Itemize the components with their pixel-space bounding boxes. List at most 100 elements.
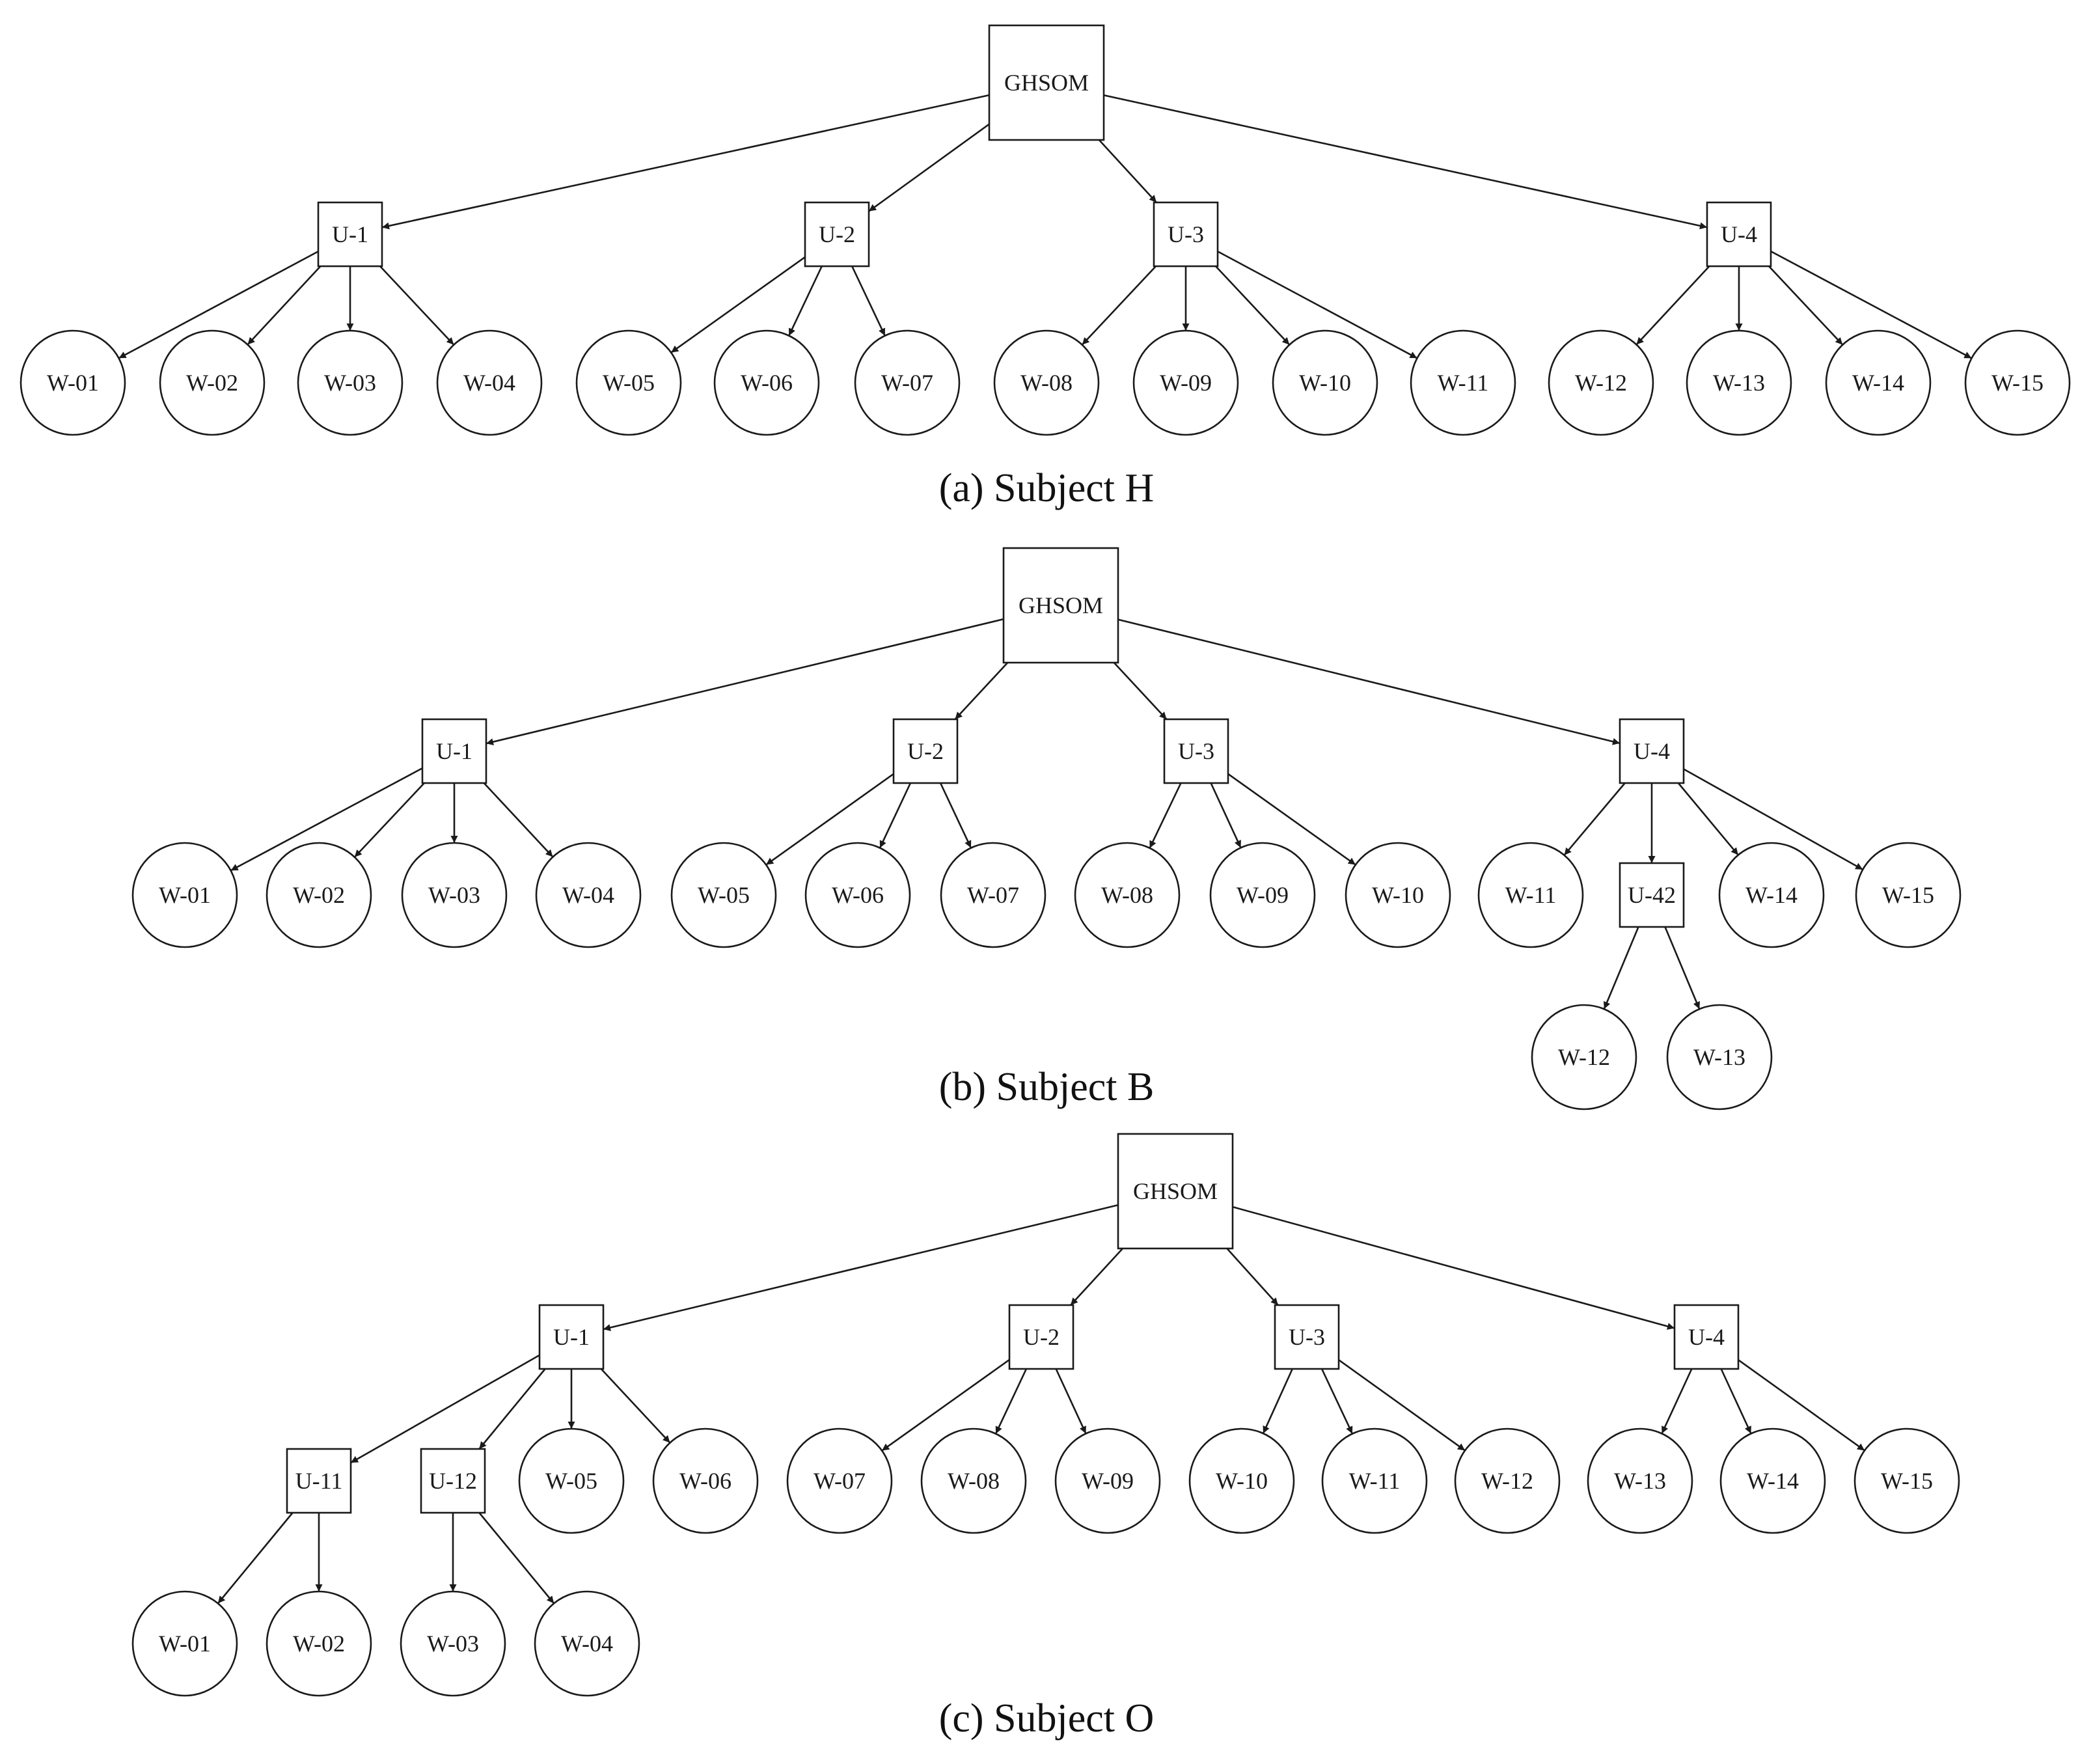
node-label: W-03 <box>428 882 480 908</box>
node-circle <box>1825 329 1932 436</box>
node-w-13: W-13 <box>1666 1004 1773 1110</box>
node-u-12: U-12 <box>420 1448 486 1514</box>
edge-u4-to-w14 <box>1677 782 1739 856</box>
node-circle <box>670 842 777 948</box>
node-w-10: W-10 <box>1345 842 1451 948</box>
node-w-15: W-15 <box>1854 1427 1960 1534</box>
edge-u3-to-w11 <box>1217 251 1418 359</box>
node-circle <box>993 329 1100 436</box>
node-u-3: U-3 <box>1153 201 1219 268</box>
node-u-1: U-1 <box>317 201 383 268</box>
node-circle <box>1209 842 1316 948</box>
node-box <box>1673 1304 1740 1370</box>
node-w-04: W-04 <box>436 329 543 436</box>
node-w-02: W-02 <box>266 842 372 948</box>
node-u-11: U-11 <box>286 1448 352 1514</box>
node-w-08: W-08 <box>1074 842 1181 948</box>
edge-g-to-u2 <box>1070 1248 1124 1306</box>
node-circle <box>940 842 1046 948</box>
node-circle <box>1410 329 1516 436</box>
node-label: U-2 <box>1023 1324 1060 1350</box>
edge-u3-to-w09 <box>1210 782 1242 848</box>
node-circle <box>436 329 543 436</box>
node-circle <box>20 329 126 436</box>
edge-g-to-u4 <box>1103 94 1708 230</box>
edge-u12-to-w04 <box>478 1512 555 1605</box>
node-w-12: W-12 <box>1548 329 1654 436</box>
node-label: W-07 <box>881 370 933 396</box>
node-label: W-09 <box>1082 1468 1134 1494</box>
node-w-07: W-07 <box>786 1427 893 1534</box>
node-box <box>804 201 870 268</box>
node-box <box>421 718 487 784</box>
node-w-02: W-02 <box>159 329 266 436</box>
edge-u3-to-w11 <box>1320 1368 1354 1435</box>
edge-u2-to-w08 <box>994 1368 1028 1435</box>
edge-u1-to-u12 <box>478 1368 546 1450</box>
node-label: W-11 <box>1349 1468 1401 1494</box>
node-label: U-42 <box>1628 882 1676 908</box>
tree-edges <box>230 618 1863 1010</box>
node-label: W-04 <box>561 1631 613 1657</box>
node-circle <box>1587 1427 1693 1534</box>
node-label: W-10 <box>1216 1468 1268 1494</box>
node-label: W-03 <box>427 1631 479 1657</box>
edge-u1-to-w02 <box>353 782 425 858</box>
node-label: W-14 <box>1852 370 1904 396</box>
node-circle <box>854 329 961 436</box>
node-circle <box>1188 1427 1295 1534</box>
node-circle <box>1666 1004 1773 1110</box>
node-label: U-3 <box>1289 1324 1325 1350</box>
edge-u4-to-w15 <box>1738 1359 1865 1452</box>
node-w-09: W-09 <box>1054 1427 1161 1534</box>
node-w-13: W-13 <box>1686 329 1792 436</box>
node-label: W-01 <box>159 1631 211 1657</box>
node-circle <box>652 1427 759 1534</box>
node-label: GHSOM <box>1019 592 1103 618</box>
edge-u1-to-w04 <box>379 266 455 346</box>
node-w-02: W-02 <box>266 1590 372 1697</box>
node-w-07: W-07 <box>854 329 961 436</box>
node-ghsom: GHSOM <box>1002 547 1119 664</box>
node-label: W-01 <box>47 370 99 396</box>
caption-subject-h: (a) Subject H <box>939 466 1155 510</box>
node-circle <box>1477 842 1584 948</box>
tree-edges <box>118 94 1973 359</box>
edge-u2-to-w07 <box>851 266 886 337</box>
node-u-4: U-4 <box>1619 718 1685 784</box>
node-w-07: W-07 <box>940 842 1046 948</box>
edge-g-to-u3 <box>1113 662 1168 720</box>
node-box <box>988 24 1105 141</box>
node-label: U-2 <box>907 738 944 764</box>
node-circle <box>1855 842 1962 948</box>
node-circle <box>1345 842 1451 948</box>
node-w-05: W-05 <box>518 1427 625 1534</box>
edge-u3-to-w12 <box>1338 1359 1466 1452</box>
node-circle <box>1531 1004 1637 1110</box>
node-label: U-3 <box>1168 221 1204 247</box>
node-w-15: W-15 <box>1964 329 2071 436</box>
edge-u3-to-w10 <box>1227 773 1356 866</box>
node-label: W-07 <box>814 1468 866 1494</box>
node-circle <box>401 842 508 948</box>
node-label: W-12 <box>1481 1468 1533 1494</box>
node-label: W-02 <box>186 370 238 396</box>
edge-u2-to-w07 <box>939 782 972 849</box>
node-circle <box>1854 1427 1960 1534</box>
node-label: W-13 <box>1614 1468 1666 1494</box>
edge-g-to-u3 <box>1098 139 1157 203</box>
node-w-04: W-04 <box>534 1590 640 1697</box>
node-w-14: W-14 <box>1719 1427 1826 1534</box>
node-label: W-12 <box>1575 370 1627 396</box>
node-u-3: U-3 <box>1274 1304 1340 1370</box>
node-w-11: W-11 <box>1477 842 1584 948</box>
node-circle <box>786 1427 893 1534</box>
edge-u4-to-w12 <box>1635 266 1710 346</box>
node-u-3: U-3 <box>1163 718 1229 784</box>
node-label: W-15 <box>1881 1468 1933 1494</box>
node-circle <box>266 842 372 948</box>
